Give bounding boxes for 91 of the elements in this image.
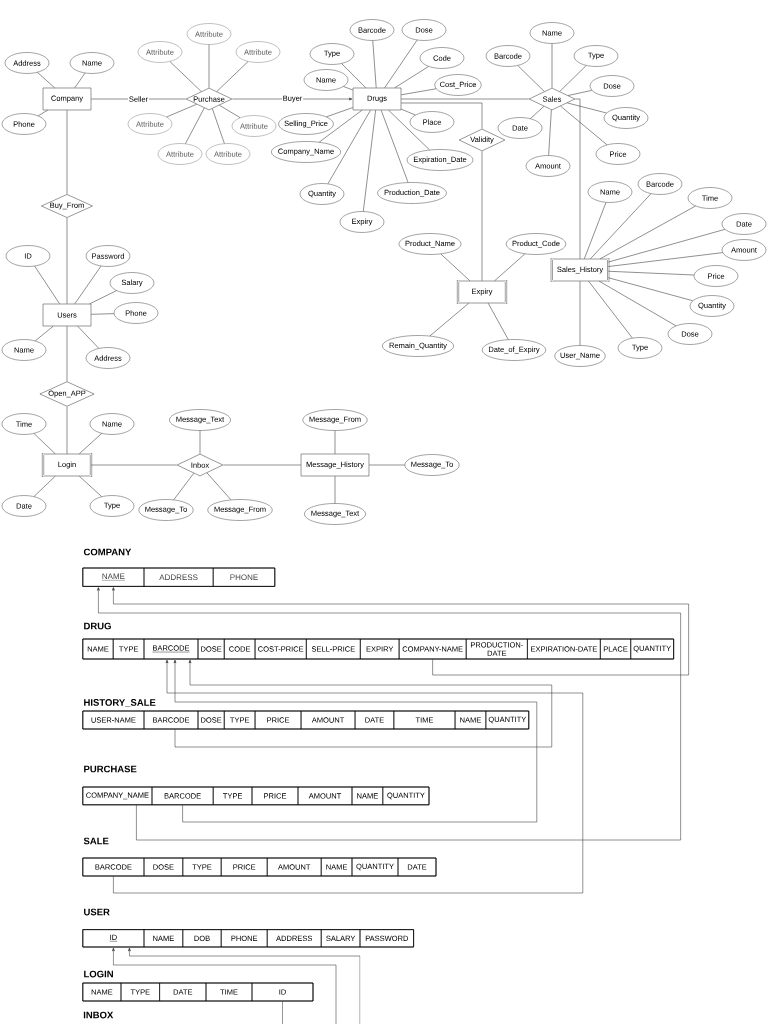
connector-line xyxy=(363,109,376,212)
connector-line xyxy=(90,464,178,466)
connector-line xyxy=(584,202,607,260)
connector-line xyxy=(380,109,409,183)
connector-line xyxy=(219,104,241,118)
connector-line xyxy=(90,98,187,100)
connector-line xyxy=(588,280,633,339)
connector-line xyxy=(487,302,509,340)
connector-line xyxy=(77,325,99,349)
connector-line xyxy=(481,150,483,282)
connector-line xyxy=(368,464,405,466)
connector-line xyxy=(79,475,102,497)
table-name: HISTORY_SALE xyxy=(84,699,156,707)
connector-line xyxy=(34,265,60,305)
connector-line xyxy=(599,280,677,327)
table-name: INBOX xyxy=(83,1011,114,1019)
connector-line xyxy=(401,108,416,116)
table-cell: NAME xyxy=(82,567,145,587)
connector-line xyxy=(74,265,102,305)
arrow xyxy=(174,659,553,748)
connector-line xyxy=(206,472,232,500)
table-name: PURCHASE xyxy=(84,765,137,773)
connector-line xyxy=(608,270,695,276)
connector-line xyxy=(608,277,693,301)
connector-line xyxy=(173,472,195,500)
table-name: DRUG xyxy=(84,622,111,630)
connector-line xyxy=(74,72,86,89)
connector-line xyxy=(530,106,545,119)
connector-line xyxy=(37,109,48,117)
connector-line xyxy=(185,107,205,144)
connector-line xyxy=(89,290,117,305)
table-name: SALE xyxy=(83,837,109,845)
connector-line xyxy=(566,102,607,114)
arrow xyxy=(112,947,337,1024)
connector-line xyxy=(384,39,418,89)
connector-line xyxy=(334,475,336,504)
connector-line xyxy=(35,325,54,342)
connector-line xyxy=(401,88,437,96)
connector-line xyxy=(429,302,469,337)
connector-line xyxy=(327,109,371,184)
connector-line xyxy=(579,280,581,346)
connector-line xyxy=(575,98,581,260)
connector-line xyxy=(551,43,553,89)
connector-line xyxy=(494,253,526,282)
connector-line xyxy=(560,105,608,145)
arrow xyxy=(113,659,584,894)
connector-line xyxy=(199,430,201,455)
connector-line xyxy=(341,63,367,89)
connector-line xyxy=(169,61,202,92)
connector-line xyxy=(37,72,55,89)
connector-line xyxy=(208,44,210,89)
arrow xyxy=(128,947,361,1024)
connector-line xyxy=(216,61,249,92)
connector-line xyxy=(401,98,530,100)
connector-line xyxy=(401,102,483,130)
connector-line xyxy=(166,103,197,118)
arrow xyxy=(112,587,689,676)
connector-line xyxy=(559,65,587,92)
connector-line xyxy=(66,406,68,455)
connector-line xyxy=(33,433,56,455)
table-name: COMPANY xyxy=(83,548,132,556)
connector-line xyxy=(326,107,354,118)
connector-line xyxy=(517,65,545,92)
connector-line xyxy=(608,229,726,263)
arrow xyxy=(231,97,353,101)
connector-line xyxy=(372,40,377,89)
arrow xyxy=(97,587,681,841)
connector-line xyxy=(212,108,225,144)
connector-line xyxy=(90,313,115,315)
table-name: USER xyxy=(84,908,110,916)
connector-line xyxy=(394,66,429,89)
table-name: LOGIN xyxy=(84,970,113,978)
connector-line xyxy=(319,109,363,143)
connector-line xyxy=(600,205,696,260)
connector-line xyxy=(590,193,652,260)
connector-line xyxy=(440,253,471,282)
connector-line xyxy=(343,86,354,91)
table-cell: ADDRESS xyxy=(143,567,214,587)
connector-line xyxy=(222,464,302,466)
connector-line xyxy=(66,109,68,195)
connector-line xyxy=(334,430,336,455)
connector-line xyxy=(548,109,552,156)
table-cell: PHONE xyxy=(212,567,276,587)
arrow xyxy=(173,659,538,823)
connector-line xyxy=(79,433,102,455)
connector-line xyxy=(66,217,68,305)
connector-line xyxy=(66,325,68,382)
connector-line xyxy=(388,109,430,151)
connector-line xyxy=(567,90,592,96)
connector-line xyxy=(608,252,723,267)
connector-line xyxy=(33,475,56,497)
